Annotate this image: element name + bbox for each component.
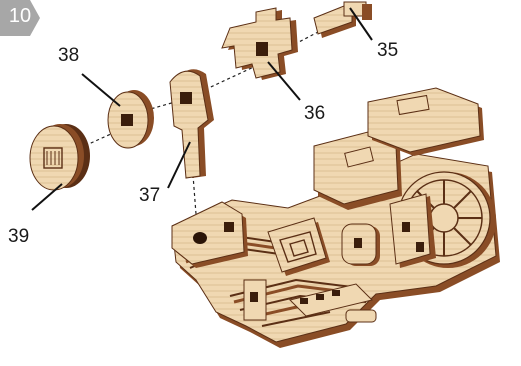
callout-39: 39 [8, 226, 30, 247]
callout-leaders [31, 7, 373, 211]
part-37 [169, 69, 214, 179]
part-35 [313, 1, 372, 38]
part-36 [221, 7, 298, 80]
callout-36: 36 [304, 103, 326, 124]
step-number: 10 [8, 5, 32, 27]
part-38 [107, 90, 154, 149]
badge-shape [0, 0, 40, 36]
part-39 [29, 124, 90, 191]
main-assembly [171, 87, 500, 348]
step-number-badge: 10 [0, 0, 40, 36]
callout-38: 38 [58, 45, 80, 66]
callout-35: 35 [377, 40, 399, 61]
callout-37: 37 [139, 185, 161, 206]
